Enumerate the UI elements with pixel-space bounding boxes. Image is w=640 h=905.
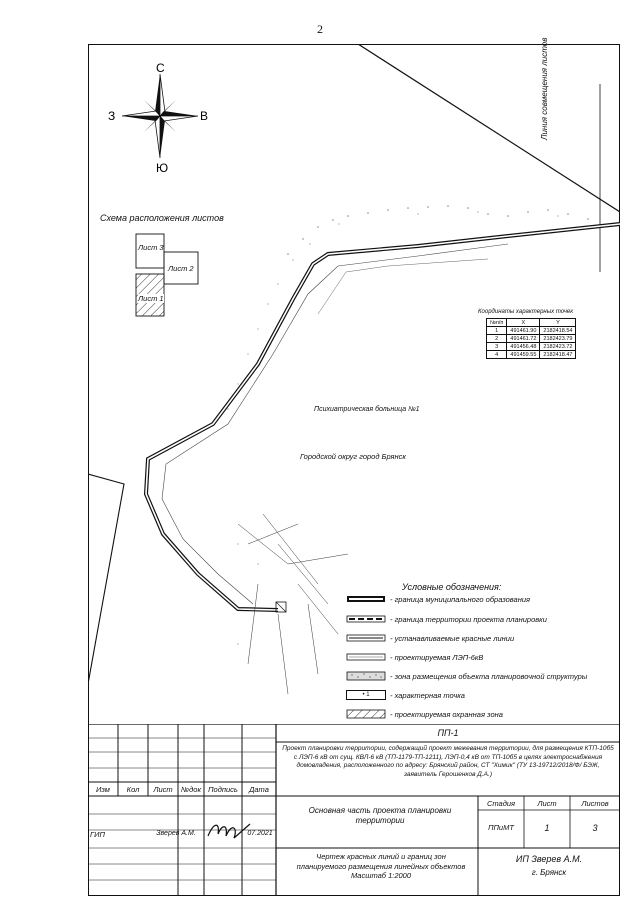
col-header-doc: №док <box>181 785 201 794</box>
compass-north: С <box>156 61 165 75</box>
legend-item-point: • 1 - характерная точка <box>346 688 465 702</box>
map-drawing <box>88 44 620 695</box>
project-code: ПП-1 <box>437 728 459 738</box>
legend-item-red-lines: - устанавливаемые красные линии <box>346 631 514 645</box>
col-header-list: Лист <box>153 785 173 794</box>
drawing-title: Чертеж красных линий и границ зон планир… <box>296 852 466 880</box>
compass-south: Ю <box>156 161 168 175</box>
table-row: 2 491461.72 2182423.79 <box>485 334 577 343</box>
gip-role: ГИП <box>90 830 105 839</box>
coordinates-table: №п/п X Y 1 491461.90 2182418.54 2 491461… <box>485 318 577 359</box>
section-title: Основная часть проекта планировки террит… <box>308 806 452 825</box>
sheet-header: Лист <box>537 799 557 808</box>
table-row: 4 491459.55 2182418.47 <box>485 350 577 359</box>
scheme-sheet-1: Лист 1 <box>138 294 164 303</box>
sheets-value: 3 <box>592 823 598 833</box>
drawing-frame <box>88 44 620 896</box>
legend-item-power-line: - проектируемая ЛЭП-6кВ <box>346 650 483 664</box>
col-header-signature: Подпись <box>208 785 238 794</box>
stage-value: ППиМТ <box>488 823 514 832</box>
page-number: 2 <box>317 22 323 36</box>
map-label-city: Городской округ город Брянск <box>300 452 406 461</box>
table-row: 3 491456.48 2182423.72 <box>485 342 577 351</box>
municipal-boundary-icon <box>347 596 385 602</box>
compass-east: В <box>200 109 208 123</box>
legend-item-placement-zone: - зона размещения объекта планировочной … <box>346 669 587 683</box>
project-boundary-icon <box>346 615 386 623</box>
legend-item-project-boundary: - граница территории проекта планировки <box>346 612 547 626</box>
point-mark-icon: • 1 <box>346 690 386 700</box>
legend-title: Условные обозначения: <box>402 582 502 592</box>
sheet-value: 1 <box>544 823 550 833</box>
table-row: 1 491461.90 2182418.54 <box>485 326 577 335</box>
sheets-header: Листов <box>581 799 609 808</box>
sheet-line-label: Линия совмещения листов <box>540 37 549 140</box>
title-block-grid <box>88 724 620 896</box>
col-header-kol: Кол <box>126 785 140 794</box>
coord-header-x: X <box>506 318 541 327</box>
coordinates-title: Координаты характерных точек <box>478 309 574 315</box>
legend-item-protection-zone: - проектируемая охранная зона <box>346 707 503 721</box>
project-description: Проект планировки территории, содержащий… <box>282 745 614 778</box>
power-line-icon <box>346 653 386 661</box>
map-label-hospital: Психиатрическая больница №1 <box>314 406 420 413</box>
red-lines-icon <box>346 634 386 642</box>
gip-date: 07.2021 <box>247 830 273 837</box>
coord-header-num: №п/п <box>485 318 508 327</box>
stage-header: Стадия <box>486 799 516 808</box>
org-city: г. Брянск <box>531 868 567 877</box>
compass-rose-icon: С Ю З В <box>108 61 208 175</box>
col-header-izm: Изм <box>96 785 110 794</box>
signature-icon <box>207 823 251 839</box>
col-header-date: Дата <box>249 785 269 794</box>
coord-header-y: Y <box>539 318 577 327</box>
protection-zone-icon <box>346 709 386 719</box>
sheet-scheme-title: Схема расположения листов <box>100 213 224 223</box>
gip-name: Зверев А.М. <box>156 830 196 837</box>
org-name: ИП Зверев А.М. <box>515 854 583 864</box>
legend-item-municipal: - граница муниципального образования <box>346 592 530 606</box>
scheme-sheet-3: Лист 3 <box>138 243 164 252</box>
scheme-sheet-2: Лист 2 <box>168 264 194 273</box>
placement-zone-icon <box>346 671 386 681</box>
compass-west: З <box>108 109 115 123</box>
